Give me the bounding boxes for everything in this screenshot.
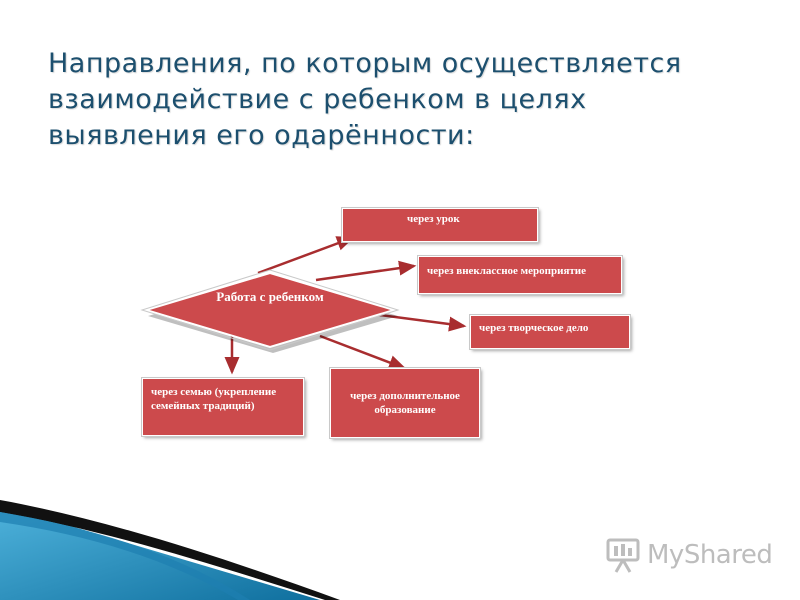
- logo: MyShared: [605, 535, 773, 575]
- center-label: Работа с ребенком: [216, 289, 324, 304]
- node-creative: через творческое дело: [469, 314, 631, 350]
- logo-text: MyShared: [647, 540, 773, 570]
- center-diamond: [140, 269, 400, 353]
- corner-decoration: [0, 500, 340, 600]
- presentation-screen-icon: [606, 538, 640, 573]
- node-lesson: через урок: [341, 207, 539, 243]
- title-line-2: взаимодействие с ребенком в целях: [48, 84, 587, 115]
- arrow-to-lesson: [257, 236, 355, 275]
- arrow-to-creative: [371, 312, 467, 332]
- title-line-3: выявления его одарённости:: [48, 120, 475, 151]
- title-line-1: Направления, по которым осуществляется: [48, 48, 682, 79]
- node-extracurricular: через внеклассное мероприятие: [417, 255, 623, 295]
- arrow-to-additional-education: [319, 334, 407, 370]
- arrow-to-extracurricular: [315, 260, 417, 282]
- slide-title: Направления, по которым осуществляется в…: [48, 46, 768, 154]
- node-additional-education: через дополнительное образование: [329, 367, 481, 439]
- node-family: через семью (укрепление семейных традици…: [141, 377, 305, 437]
